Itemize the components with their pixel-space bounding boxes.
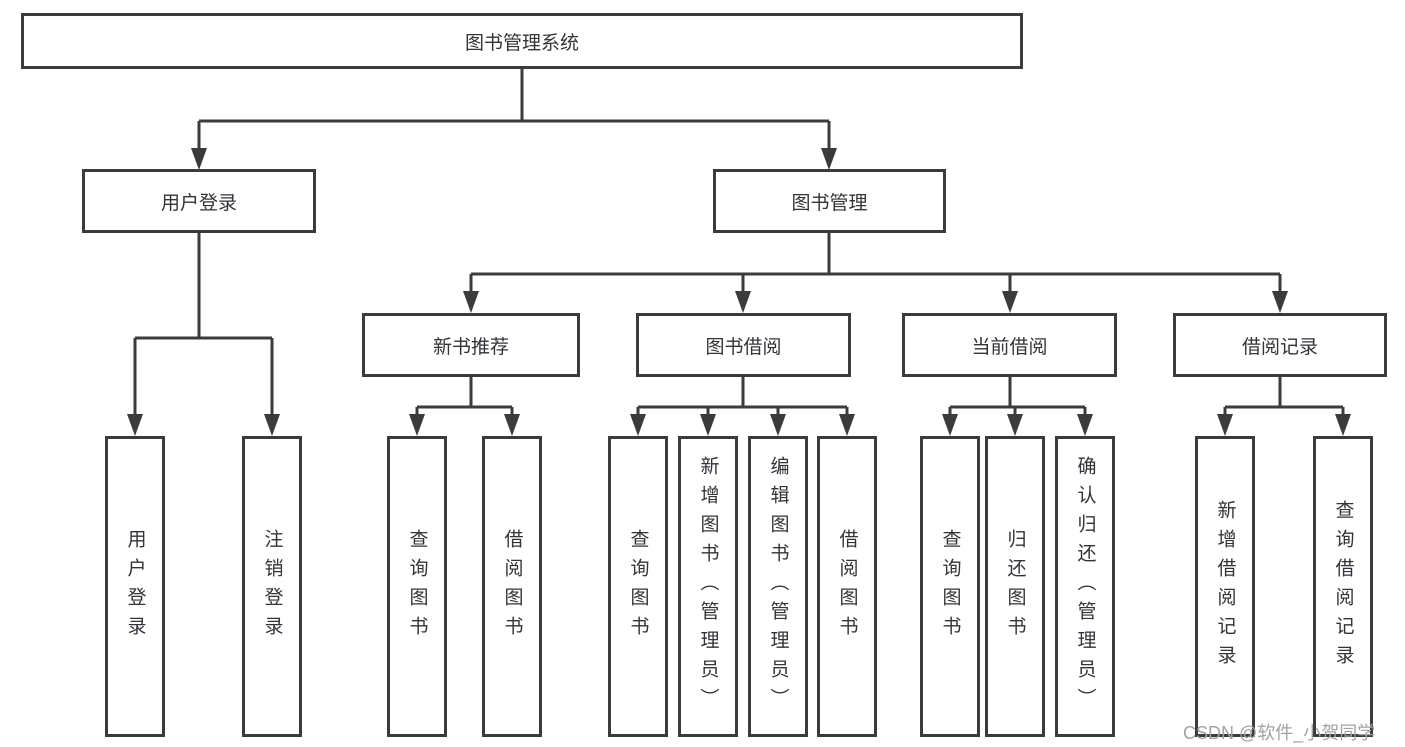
leaf-confirm-return-admin-label: 确认归还（管理员） [1074, 456, 1096, 717]
leaf-query-books-recommend-label: 查询图书 [406, 528, 428, 645]
leaf-borrow-books-label: 借阅图书 [836, 528, 858, 645]
leaf-user-login: 用户登录 [105, 436, 165, 737]
leaf-add-borrow-record-label: 新增借阅记录 [1214, 499, 1236, 674]
leaf-return-books-label: 归还图书 [1004, 528, 1026, 645]
node-new-book-recommend-label: 新书推荐 [432, 336, 509, 358]
leaf-add-books-admin: 新增图书（管理员） [678, 436, 738, 737]
leaf-borrow-books-recommend-label: 借阅图书 [501, 528, 523, 645]
leaf-query-borrow-record: 查询借阅记录 [1313, 436, 1373, 737]
leaf-query-books-current-label: 查询图书 [939, 528, 961, 645]
leaf-user-login-label: 用户登录 [124, 528, 146, 645]
leaf-query-books-recommend: 查询图书 [387, 436, 447, 737]
node-book-management: 图书管理 [713, 169, 946, 233]
node-borrow-records: 借阅记录 [1173, 313, 1387, 377]
leaf-add-books-admin-label: 新增图书（管理员） [697, 456, 719, 717]
node-book-borrow-label: 图书借阅 [705, 336, 782, 358]
node-root-system: 图书管理系统 [21, 13, 1023, 69]
leaf-return-books: 归还图书 [985, 436, 1045, 737]
node-user-login: 用户登录 [82, 169, 316, 233]
leaf-add-borrow-record: 新增借阅记录 [1195, 436, 1255, 737]
node-borrow-records-label: 借阅记录 [1241, 336, 1318, 358]
node-book-borrow: 图书借阅 [636, 313, 851, 377]
csdn-watermark: CSDN @软件_小贺同学 [1183, 723, 1376, 743]
leaf-edit-books-admin-label: 编辑图书（管理员） [767, 456, 789, 717]
node-current-borrow-label: 当前借阅 [971, 336, 1048, 358]
node-current-borrow: 当前借阅 [902, 313, 1117, 377]
leaf-logout: 注销登录 [242, 436, 302, 737]
leaf-borrow-books: 借阅图书 [817, 436, 877, 737]
leaf-query-books-borrow-label: 查询图书 [627, 528, 649, 645]
leaf-query-books-borrow: 查询图书 [608, 436, 668, 737]
leaf-borrow-books-recommend: 借阅图书 [482, 436, 542, 737]
node-user-login-label: 用户登录 [160, 192, 237, 214]
leaf-confirm-return-admin: 确认归还（管理员） [1055, 436, 1115, 737]
leaf-query-borrow-record-label: 查询借阅记录 [1332, 499, 1354, 674]
node-book-management-label: 图书管理 [791, 192, 868, 214]
leaf-query-books-current: 查询图书 [920, 436, 980, 737]
leaf-edit-books-admin: 编辑图书（管理员） [748, 436, 808, 737]
node-root-label: 图书管理系统 [464, 32, 579, 54]
leaf-logout-label: 注销登录 [261, 528, 283, 645]
node-new-book-recommend: 新书推荐 [362, 313, 580, 377]
